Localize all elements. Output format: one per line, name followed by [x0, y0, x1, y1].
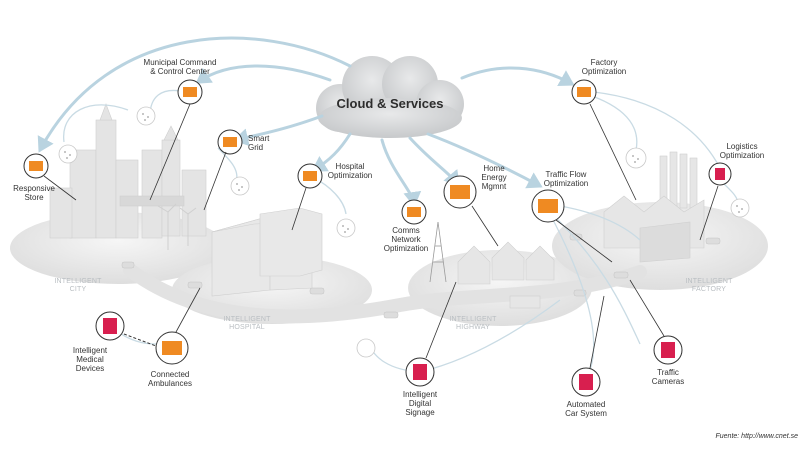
factory-buildings: [603, 151, 705, 263]
zone-highway: INTELLIGENT HIGHWAY: [449, 316, 497, 331]
source-credit: Fuente: http://www.cnet.se: [715, 433, 799, 440]
road: [123, 263, 647, 324]
label-hospital-optimization: Hospital Optimization: [327, 162, 373, 180]
sensor-circles: [58, 106, 750, 358]
label-digital-signage: Intelligent Digital Signage: [402, 390, 438, 417]
cloud: [316, 56, 464, 138]
responsive-store-chip-icon: [23, 153, 49, 179]
traffic-flow-chip-icon: [531, 189, 565, 223]
car-system-cube-icon: [571, 367, 601, 397]
hospital-chip-icon: [297, 163, 323, 189]
label-smart-grid: Smart Grid: [248, 134, 270, 152]
radio-tower: [429, 221, 447, 283]
zone-city: INTELLIGENT CITY: [54, 278, 102, 293]
label-responsive-store: Responsive Store: [13, 184, 55, 202]
signage-cube-icon: [405, 357, 435, 387]
label-automated-car: Automated Car System: [565, 400, 607, 418]
label-municipal: Municipal Command & Control Center: [143, 58, 217, 76]
label-traffic-flow: Traffic Flow Optimization: [543, 170, 589, 188]
home-energy-chip-icon: [443, 175, 477, 209]
smart-grid-chip-icon: [217, 129, 243, 155]
traffic-camera-cube-icon: [653, 335, 683, 365]
orange-chip-markers: [23, 79, 597, 365]
leader-lines: [43, 103, 719, 369]
municipal-chip-icon: [177, 79, 203, 105]
cloud-services-title: Cloud & Services: [336, 96, 444, 111]
ambulance-chip-icon: [155, 331, 189, 365]
vehicles: [121, 233, 721, 319]
arrows: [37, 36, 575, 207]
logistics-cube-icon: [708, 162, 732, 186]
medical-device-cube-icon: [95, 311, 125, 341]
wind-turbines: [157, 203, 197, 250]
label-logistics: Logistics Optimization: [719, 142, 765, 160]
highway-buildings: [457, 241, 555, 309]
comms-chip-icon: [401, 199, 427, 225]
label-comms-network: Comms Network Optimization: [383, 226, 429, 253]
red-cube-markers: [95, 162, 732, 397]
label-medical-devices: Intelligent Medical Devices: [72, 346, 108, 373]
zone-hospital: INTELLIGENT HOSPITAL: [223, 316, 271, 331]
label-traffic-cameras: Traffic Cameras: [651, 368, 685, 386]
medical-ambulance-link: [123, 333, 157, 347]
hospital-buildings: [211, 207, 323, 297]
label-connected-ambulances: Connected Ambulances: [147, 370, 193, 388]
label-factory-optimization: Factory Optimization: [581, 58, 627, 76]
zone-factory: INTELLIGENT FACTORY: [685, 278, 733, 293]
label-home-energy: Home Energy Mgmnt: [481, 164, 507, 191]
city-buildings: [49, 103, 207, 239]
sensor-dots: [64, 113, 743, 233]
factory-chip-icon: [571, 79, 597, 105]
